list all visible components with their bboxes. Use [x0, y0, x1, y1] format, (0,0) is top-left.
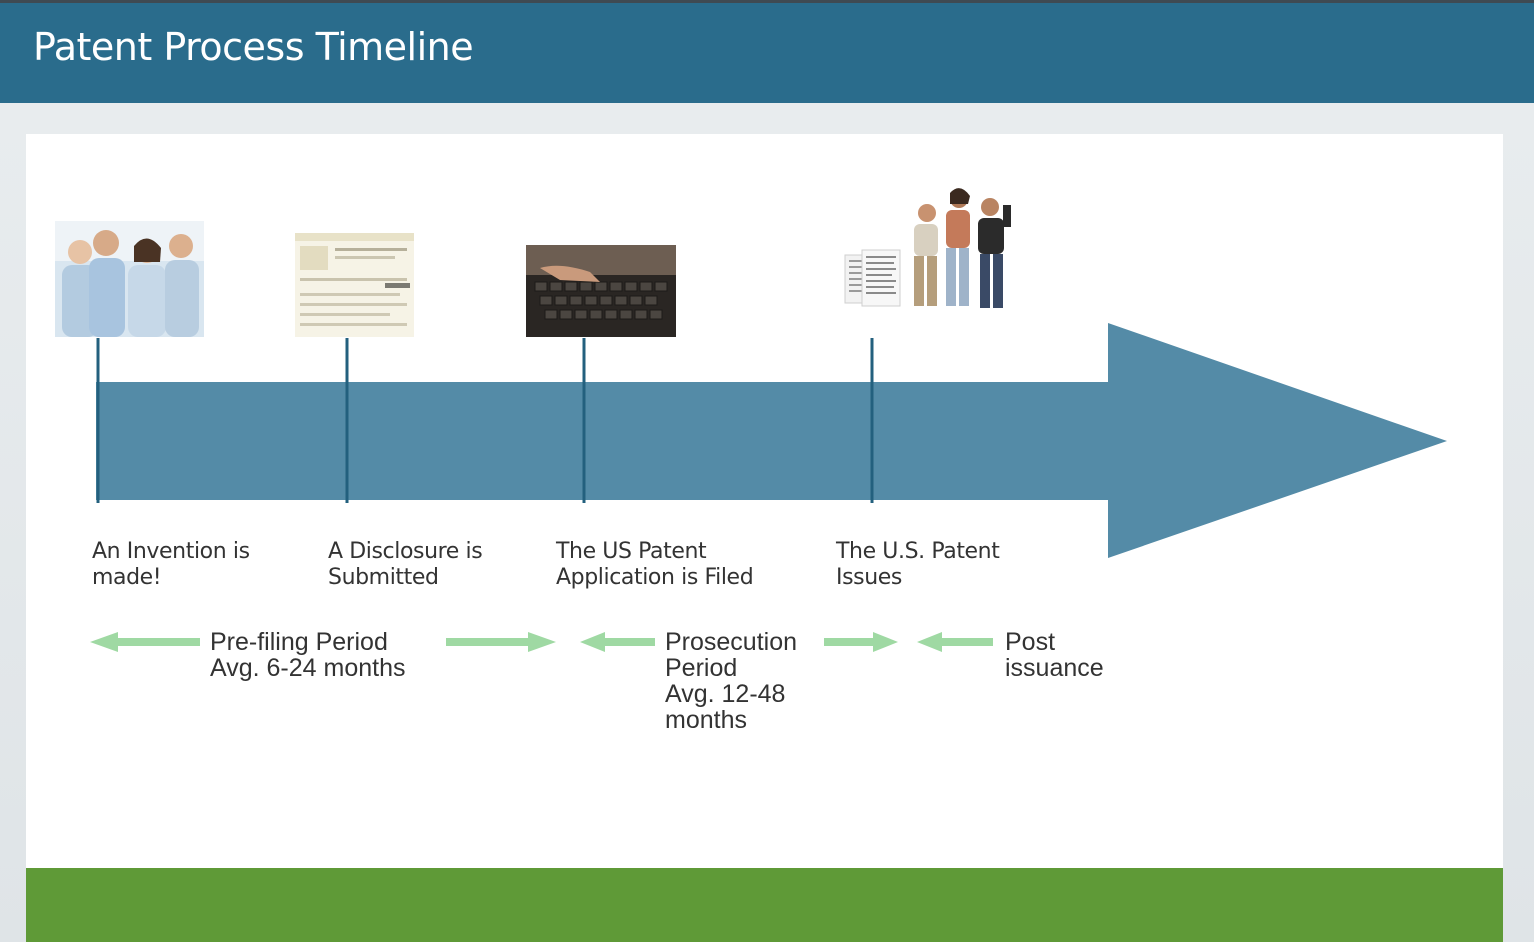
- timeline-arrow: [96, 323, 1447, 558]
- period-arrow-left-1: [90, 632, 200, 652]
- disclosure-form-icon: [295, 233, 414, 337]
- period-arrow-right-2: [824, 632, 898, 652]
- period-label-post-issuance: Post issuance: [1005, 629, 1104, 681]
- period-label-prefiling: Pre-filing Period Avg. 6-24 months: [210, 629, 405, 681]
- milestone-label-disclosure: A Disclosure is Submitted: [328, 539, 482, 591]
- team-photo-icon: [55, 221, 204, 337]
- milestone-label-patent-issues: The U.S. Patent Issues: [836, 539, 999, 591]
- keyboard-photo-icon: [526, 245, 676, 337]
- period-arrow-left-2: [580, 632, 655, 652]
- milestone-label-application-filed: The US Patent Application is Filed: [556, 539, 753, 591]
- period-arrow-right-1: [446, 632, 556, 652]
- period-arrow-left-3: [917, 632, 993, 652]
- milestone-label-invention: An Invention is made!: [92, 539, 250, 591]
- patent-issued-icon: [845, 188, 1011, 308]
- period-label-prosecution: Prosecution Period Avg. 12-48 months: [665, 629, 797, 733]
